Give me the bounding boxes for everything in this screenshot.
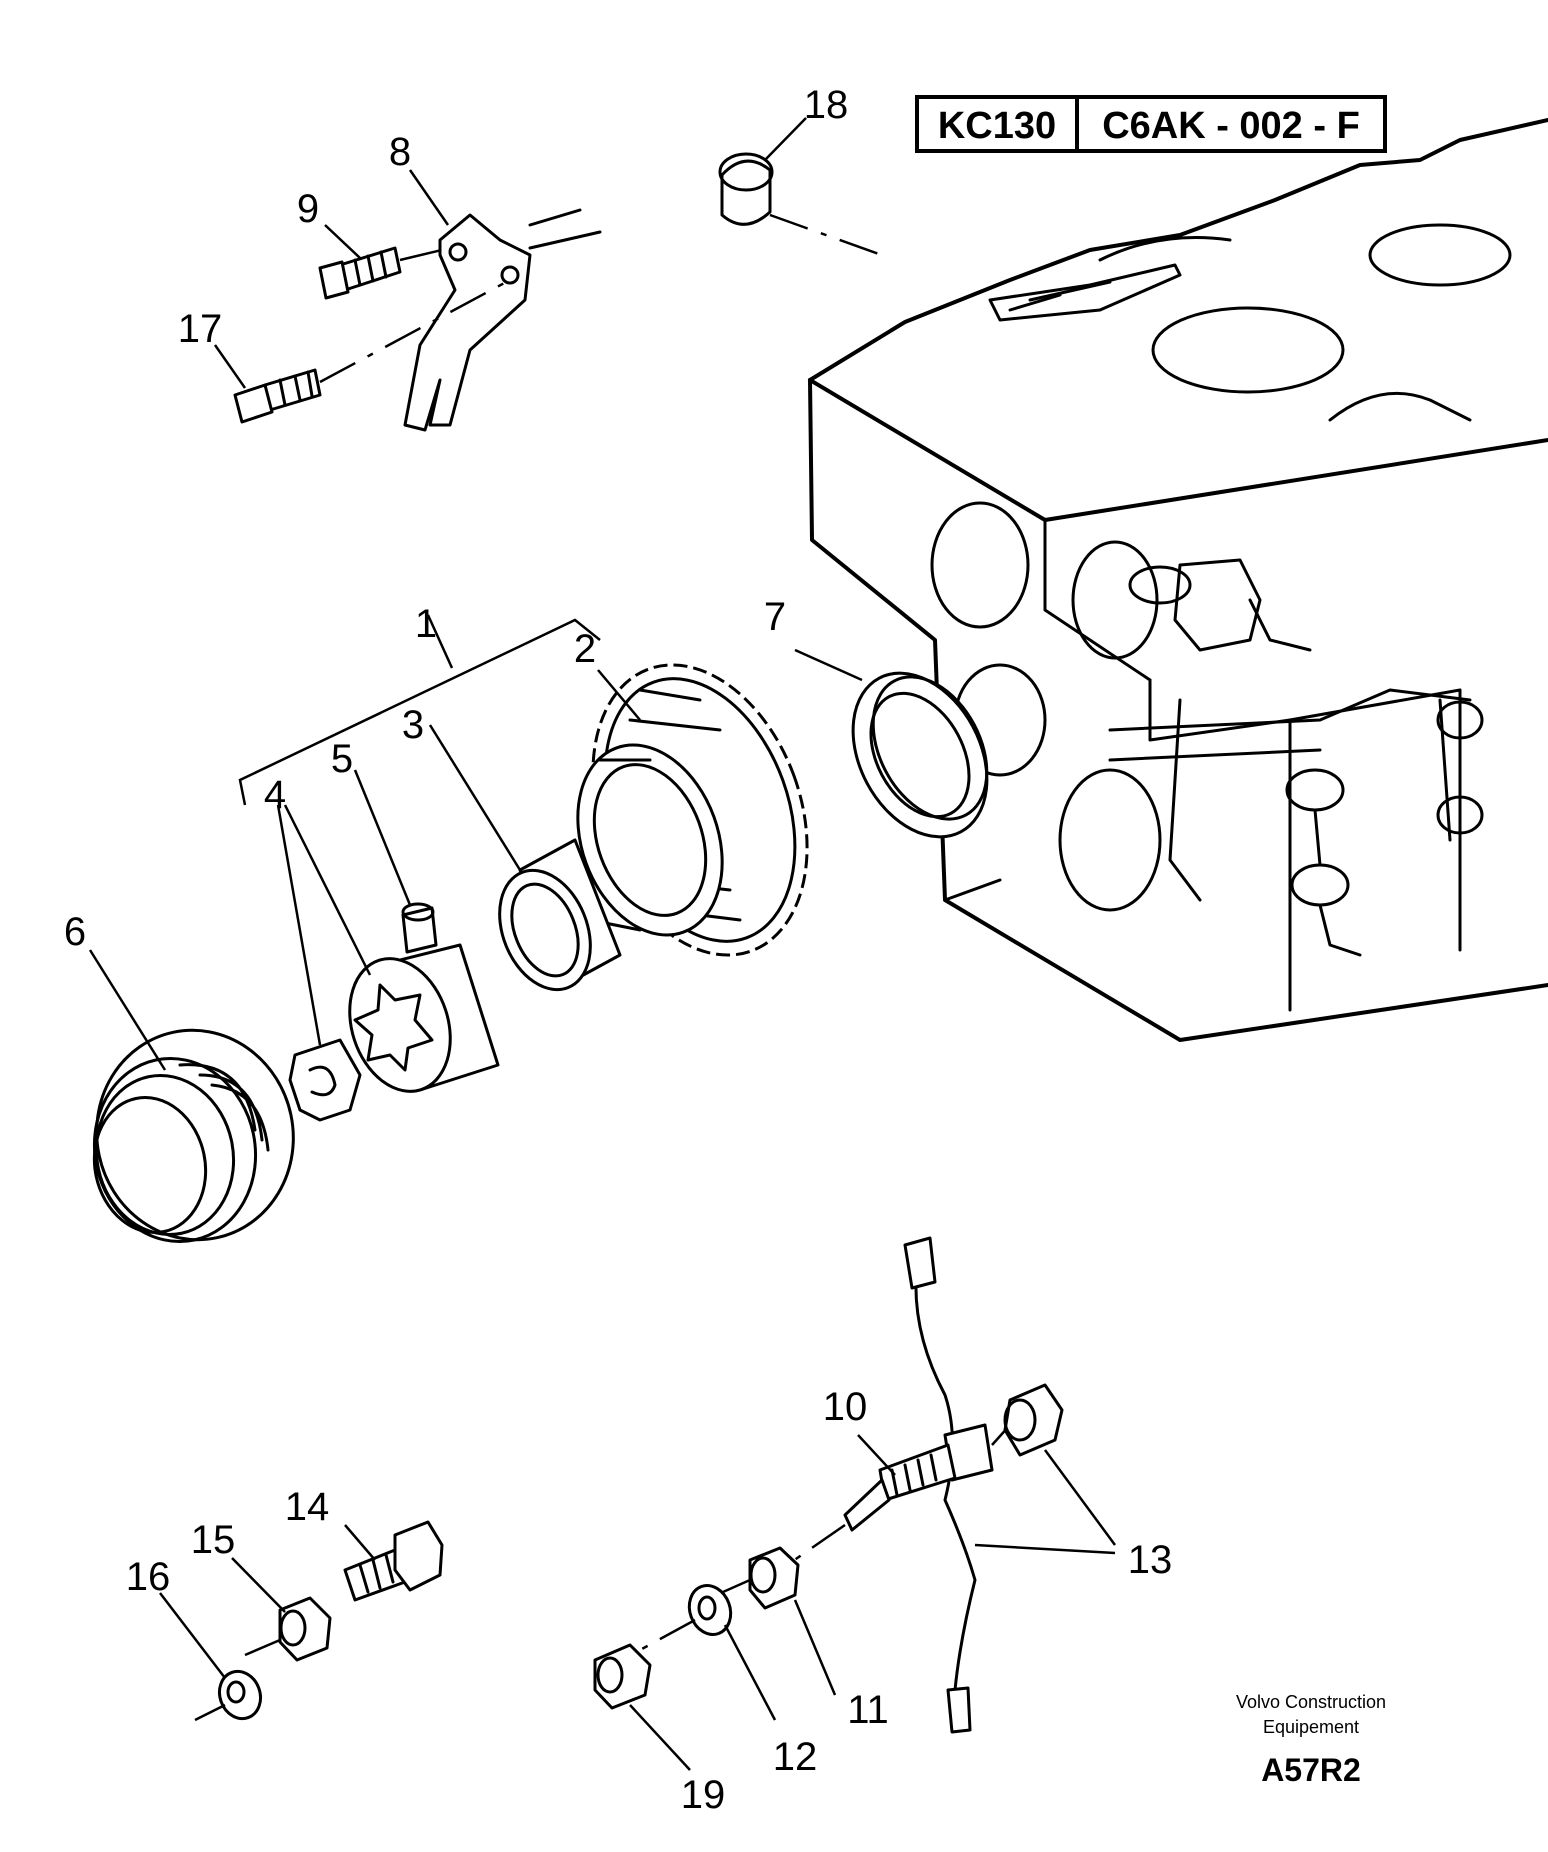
callout-5: 5 (331, 737, 353, 781)
part-17-bolt (233, 278, 511, 424)
callout-9: 9 (297, 187, 319, 231)
part-10-sensor (779, 1236, 1011, 1734)
callout-12: 12 (773, 1735, 818, 1779)
leader-lines (88, 117, 1117, 1771)
callout-4: 4 (264, 773, 286, 817)
part-8-lever (403, 208, 602, 432)
part-15-nut (244, 1596, 332, 1662)
part-5-pin (401, 902, 438, 954)
part-3-bushing (498, 838, 622, 992)
part-12-washer (639, 1584, 733, 1652)
part-4-key (288, 1038, 362, 1122)
part-11-nut (704, 1546, 800, 1610)
callout-10: 10 (823, 1385, 868, 1429)
callout-17: 17 (178, 307, 223, 351)
callout-labels: 1 2 3 4 5 6 7 8 9 10 11 12 13 14 15 16 1… (64, 83, 1172, 1817)
callout-16: 16 (126, 1555, 171, 1599)
part-7-seal-ring (851, 671, 989, 839)
part-19-nut (593, 1643, 652, 1710)
credit-line-1: Volvo Construction (1236, 1692, 1386, 1712)
figure-code: A57R2 (1261, 1752, 1361, 1788)
engine-block-housing (808, 118, 1548, 1042)
callout-1: 1 (415, 602, 437, 646)
model-code: KC130 (938, 105, 1056, 147)
callout-8: 8 (389, 130, 411, 174)
part-9-bolt (318, 246, 451, 300)
drawing-code: C6AK - 002 - F (1102, 105, 1360, 147)
callout-3: 3 (402, 703, 424, 747)
part-6-damper (92, 1028, 295, 1244)
callout-18: 18 (804, 83, 849, 127)
credit-line-2: Equipement (1263, 1717, 1359, 1737)
callout-19: 19 (681, 1773, 726, 1817)
part-16-washer (194, 1669, 263, 1722)
callout-11: 11 (847, 1688, 889, 1732)
callout-6: 6 (64, 910, 86, 954)
part-14-bolt (343, 1520, 444, 1602)
callout-7: 7 (764, 595, 786, 639)
part-2-gear (576, 663, 809, 957)
part-18-bushing (718, 152, 891, 260)
part-13-nut (1003, 1383, 1064, 1457)
title-block: KC130 C6AK - 002 - F (915, 95, 1387, 153)
callout-14: 14 (285, 1485, 330, 1529)
part-4-hub (348, 943, 500, 1093)
callout-15: 15 (191, 1518, 236, 1562)
callout-13: 13 (1128, 1538, 1173, 1582)
footer-credit: Volvo Construction Equipement A57R2 (1236, 1692, 1386, 1788)
callout-2: 2 (574, 627, 596, 671)
